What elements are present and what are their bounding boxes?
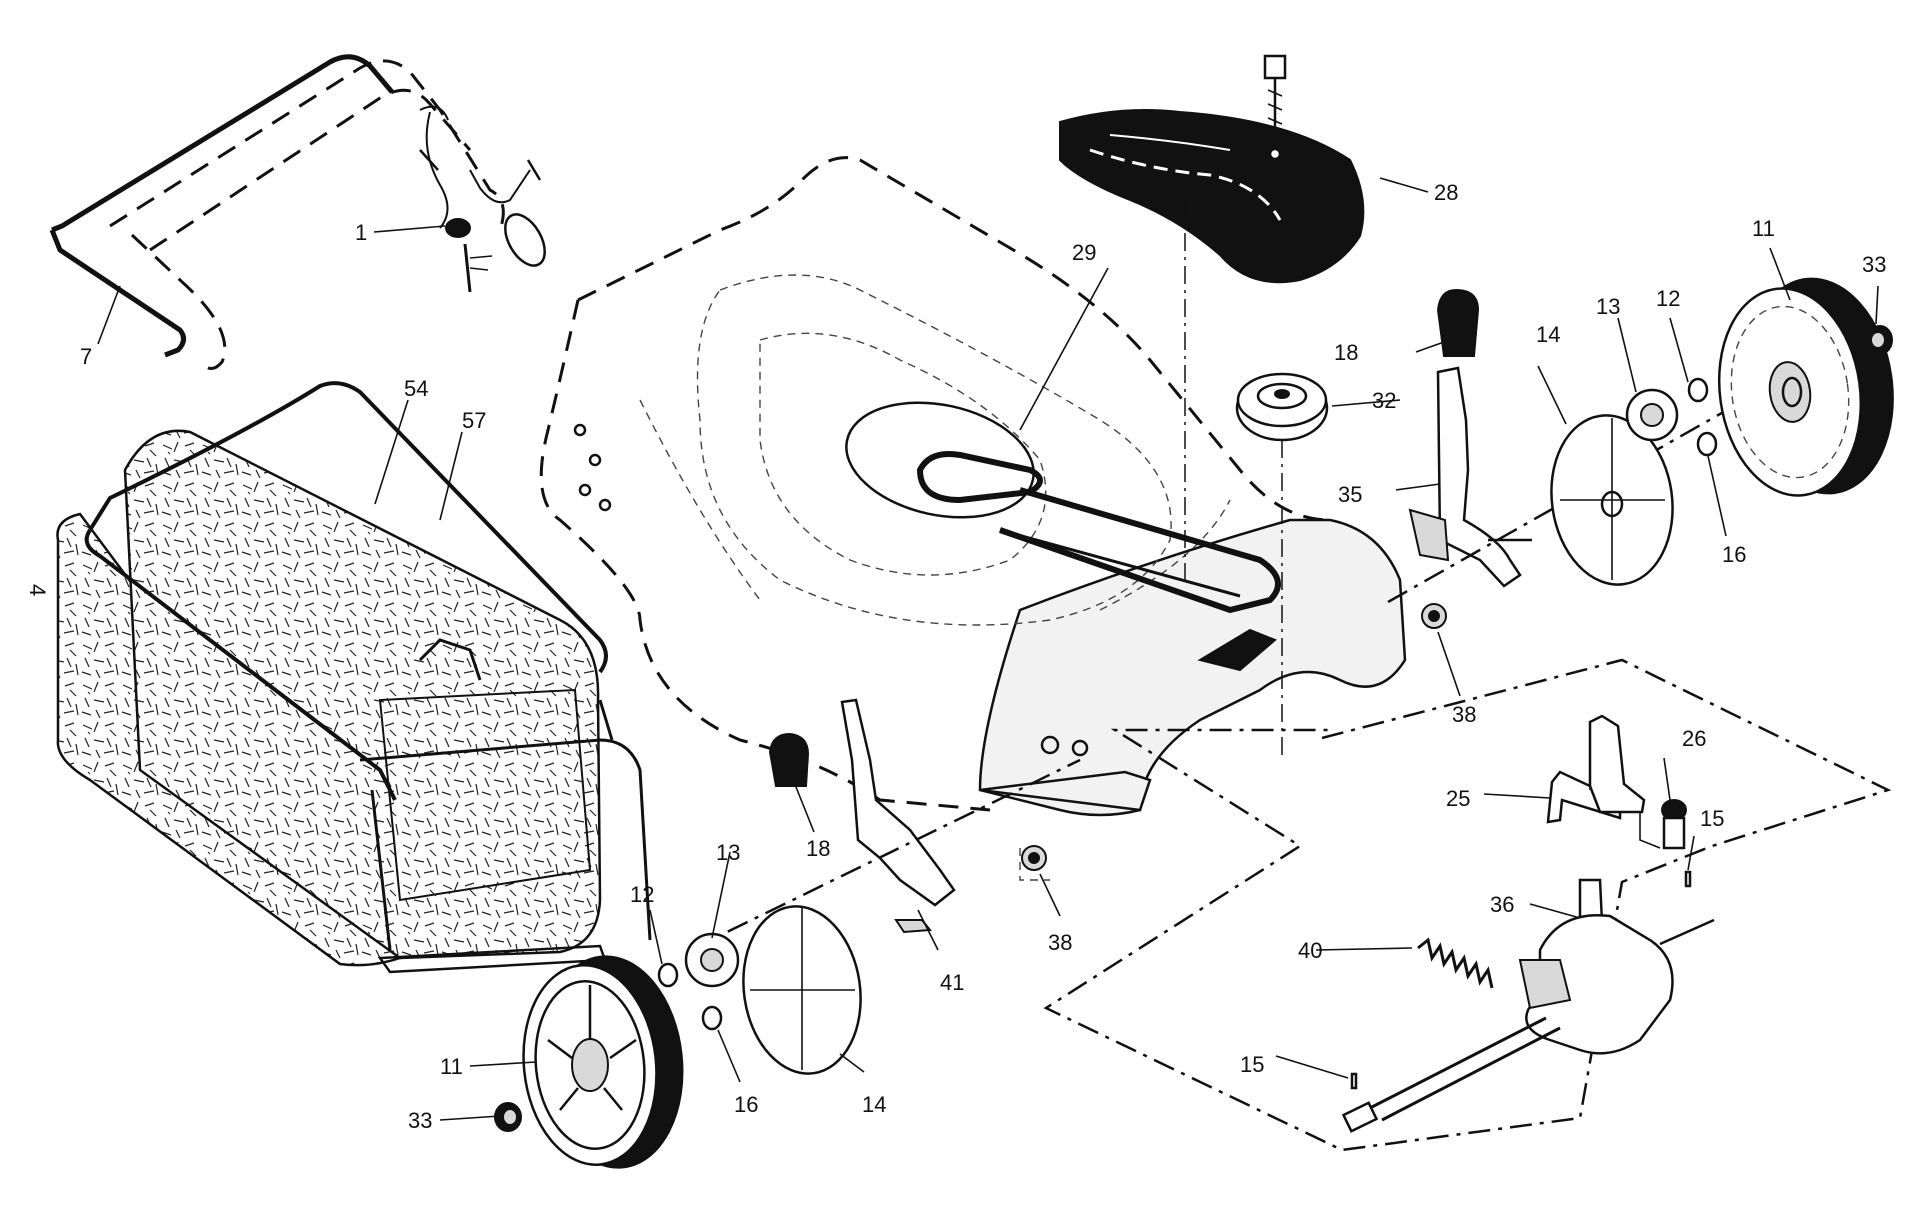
label-part-11-rear: 11 [1752,216,1775,241]
pin-lower [1350,1072,1358,1090]
front-height-adjuster [768,698,956,934]
rear-spacer [1421,603,1447,629]
handle-assembly [49,54,546,370]
label-part-12-front: 12 [630,882,654,907]
label-part-13-rear: 13 [1596,294,1620,319]
transmission-boundary [1043,658,1892,1152]
label-part-54: 54 [404,376,428,401]
label-part-26: 26 [1682,726,1706,751]
part-labels: 1 4 7 54 57 29 28 32 18 35 14 13 12 11 3… [25,180,1886,1133]
label-part-18-front: 18 [806,836,830,861]
rear-hubcap [1550,414,1674,586]
label-part-12-rear: 12 [1656,286,1680,311]
label-part-14-rear: 14 [1536,322,1560,347]
cable-clip [425,111,493,293]
label-part-29: 29 [1072,240,1096,265]
label-part-32: 32 [1372,388,1396,413]
label-part-40: 40 [1298,938,1322,963]
grass-bag [56,429,607,974]
leader-lines [97,177,1879,1121]
label-part-4: 4 [25,584,50,596]
pulley [1235,372,1329,442]
label-part-18-rear: 18 [1334,340,1358,365]
front-axle-line [689,758,1081,952]
front-washer-12 [657,962,679,988]
label-part-16-rear: 16 [1722,542,1746,567]
spring [1417,937,1494,989]
label-part-15-lower: 15 [1240,1052,1264,1077]
front-spacer [1019,845,1050,881]
label-part-57: 57 [462,408,486,433]
mower-deck [539,156,1407,817]
label-part-35: 35 [1338,482,1362,507]
label-part-13-front: 13 [716,840,740,865]
label-part-25: 25 [1446,786,1470,811]
rear-washer-16 [1696,431,1718,457]
rear-cover [1059,54,1365,284]
rear-nut-face [1870,331,1886,349]
label-part-33-front: 33 [408,1108,432,1133]
label-part-38-rear: 38 [1452,702,1476,727]
label-part-41: 41 [940,970,964,995]
transmission [1341,878,1715,1133]
label-part-11-front: 11 [440,1054,463,1079]
label-part-1: 1 [355,220,367,245]
transmission-bracket [1546,714,1661,849]
label-part-28: 28 [1434,180,1458,205]
rear-height-adjuster [1408,288,1532,588]
front-wheel [522,955,684,1169]
front-hubcap [742,905,862,1075]
label-part-16-front: 16 [734,1092,758,1117]
drive-belt [916,451,1281,614]
label-part-38-front: 38 [1048,930,1072,955]
label-part-33-rear: 33 [1862,252,1886,277]
label-part-36: 36 [1490,892,1514,917]
label-part-15-upper: 15 [1700,806,1724,831]
label-part-7: 7 [80,344,92,369]
rear-washer-12 [1687,377,1709,403]
bag-frame [84,381,652,951]
front-nut-face [502,1108,518,1126]
transmission-bolt [1661,799,1687,850]
rear-gear [1625,388,1679,442]
front-washer-16 [701,1005,723,1031]
rear-wheel [1717,277,1894,497]
front-gear [684,932,740,988]
label-part-14-front: 14 [862,1092,886,1117]
pin-upper [1684,870,1692,888]
